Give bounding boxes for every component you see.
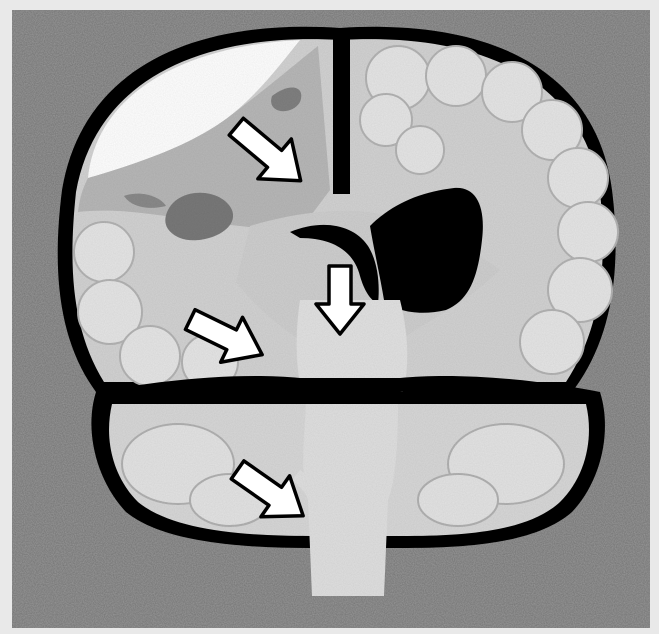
- brain-diagram: [0, 0, 659, 634]
